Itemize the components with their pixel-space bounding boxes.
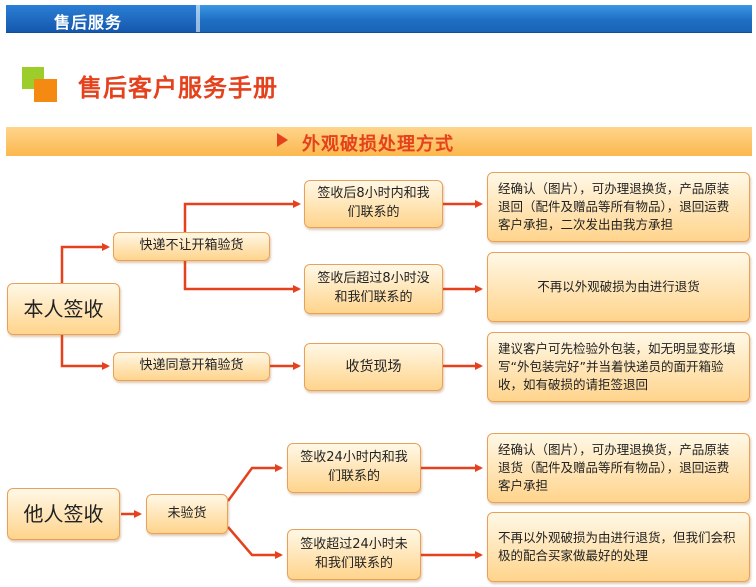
node-courier-allow-open: 快递同意开箱验货 [113, 352, 270, 381]
node-within-24h: 签收24小时内和我们联系的 [287, 443, 421, 493]
header-tab[interactable]: 售后服务 [6, 5, 196, 32]
title-logo-square-orange [34, 79, 57, 102]
result-r5: 不再以外观破损为由进行退货，但我们会积极的配合买家做最好的处理 [487, 512, 750, 582]
result-r4: 经确认（图片），可办理退换货，产品原装退货（配件及赠品等所有物品），退回运费客户… [487, 433, 750, 503]
section-title: 外观破损处理方式 [302, 134, 454, 155]
node-within-8h: 签收后8小时内和我们联系的 [304, 180, 443, 228]
header-bar: 售后服务 [6, 5, 752, 33]
header-tab-label: 售后服务 [54, 13, 123, 32]
node-not-inspected: 未验货 [146, 494, 228, 534]
node-other-sign: 他人签收 [7, 488, 120, 540]
node-over-8h: 签收后超过8小时没和我们联系的 [304, 264, 443, 314]
node-over-24h: 签收超过24小时未和我们联系的 [287, 529, 421, 580]
result-r2: 不再以外观破损为由进行退货 [487, 252, 750, 322]
section-bar: 外观破损处理方式 [6, 127, 752, 156]
node-inspect-onsite: 收货现场 [304, 343, 443, 391]
page-title: 售后客户服务手册 [78, 74, 278, 102]
connector-not-inspected-to-within-24h [226, 464, 283, 502]
result-r1: 经确认（图片），可办理退换货，产品原装退回（配件及赠品等所有物品），退回运费客户… [487, 172, 750, 242]
node-courier-no-open: 快递不让开箱验货 [113, 232, 270, 261]
header-separator [196, 5, 200, 32]
connector-no-open-to-over-8h [183, 261, 301, 293]
connector-self-to-no-open [60, 243, 110, 283]
connector-not-inspected-to-over-24h [227, 526, 283, 559]
connector-no-open-to-within-8h [183, 200, 301, 232]
triangle-right-icon [277, 133, 288, 147]
node-self-sign: 本人签收 [7, 283, 120, 335]
connector-self-to-allow-open [60, 335, 110, 370]
result-r3: 建议客户可先检验外包装，如无明显变形填写“外包装完好”并当着快递员的面开箱验收，… [487, 332, 750, 402]
